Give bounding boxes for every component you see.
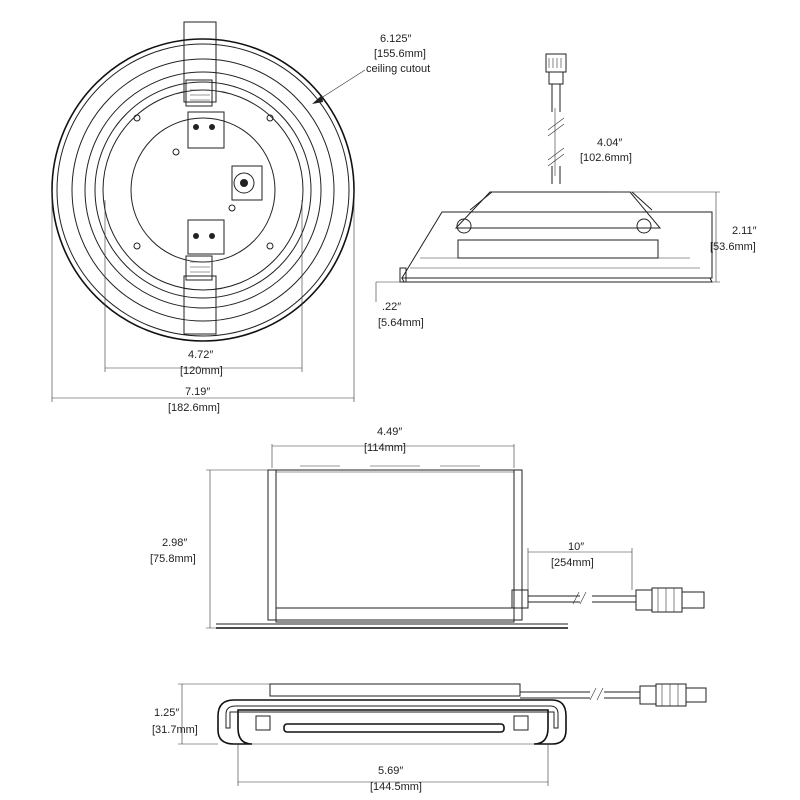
side-view-dimensions <box>375 108 720 302</box>
driver-side-length-value: 5.69″ <box>378 765 403 777</box>
height-metric: [53.6mm] <box>710 241 756 253</box>
outer-width-value: 7.19″ <box>185 386 210 398</box>
top-view-dimensions <box>51 69 366 402</box>
cutout-metric: [155.6mm] <box>374 48 426 60</box>
driver-box-front <box>216 465 705 629</box>
inner-width-metric: [120mm] <box>180 365 223 377</box>
cable-value: 10″ <box>568 541 584 553</box>
height-value: 2.11″ <box>732 225 757 237</box>
outer-width-metric: [182.6mm] <box>168 402 220 414</box>
flange-metric: [5.64mm] <box>378 317 424 329</box>
cutout-note: ceiling cutout <box>366 63 430 75</box>
driver-side-length-metric: [144.5mm] <box>370 781 422 793</box>
top-view-fixture <box>51 21 355 342</box>
side-view-fixture <box>399 53 713 283</box>
driver-height-value: 2.98″ <box>162 537 187 549</box>
driver-box-side <box>217 683 707 745</box>
inner-width-value: 4.72″ <box>188 349 213 361</box>
cable-metric: [254mm] <box>551 557 594 569</box>
driver-width-metric: [114mm] <box>364 442 406 454</box>
driver-height-metric: [75.8mm] <box>150 553 196 565</box>
driver-box-dimensions <box>206 444 633 629</box>
driver-side-dimensions <box>178 683 549 786</box>
lead-length-value: 4.04″ <box>597 137 622 149</box>
lead-length-metric: [102.6mm] <box>580 152 632 164</box>
driver-width-value: 4.49″ <box>377 426 402 438</box>
driver-side-height-value: 1.25″ <box>154 707 179 719</box>
cutout-value: 6.125″ <box>380 33 412 45</box>
flange-value: .22″ <box>382 301 401 313</box>
driver-side-height-metric: [31.7mm] <box>152 724 198 736</box>
